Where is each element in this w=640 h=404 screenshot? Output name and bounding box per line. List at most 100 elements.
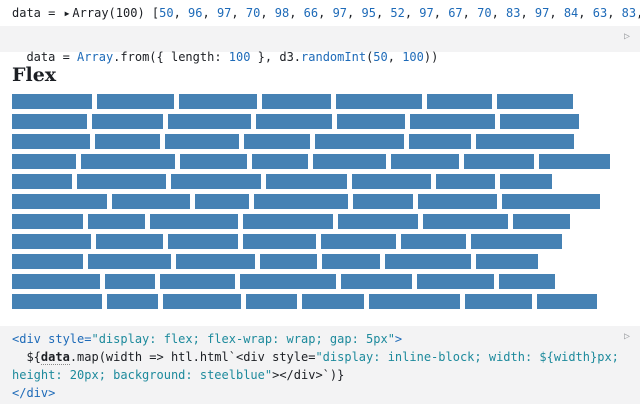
flex-item [337,114,405,129]
flex-item [500,174,552,189]
code-token: Array [77,50,114,64]
code-token: ></div>`)} [272,368,345,382]
flex-item [476,254,538,269]
flex-item [12,114,87,129]
flex-item [513,214,570,229]
flex-item [338,214,418,229]
flex-item [246,294,297,309]
flex-item [243,234,316,249]
flex-item [322,254,380,269]
code-token: <div style= [12,332,92,346]
flex-item [240,274,336,289]
flex-item [313,154,386,169]
flex-item [12,194,107,209]
page-heading: Flex [12,64,57,86]
flex-item [369,294,460,309]
code-token: .map(width => htl.html`<div style= [69,350,316,364]
array-value: 67 [448,6,463,20]
flex-item [165,134,239,149]
flex-item [12,154,76,169]
array-value: 98 [274,6,290,20]
output-type-label[interactable]: Array(100) [72,6,145,20]
flex-item [92,114,163,129]
code-cell-flex[interactable]: <div style="display: flex; flex-wrap: wr… [0,326,640,404]
output-equals: = [40,6,63,20]
flex-item [500,114,579,129]
flex-item [195,194,249,209]
flex-item [243,214,333,229]
flex-item [176,254,255,269]
array-value: 70 [477,6,492,20]
flex-item [105,274,155,289]
flex-item [12,234,91,249]
play-icon[interactable]: ▷ [624,331,631,342]
flex-item [150,214,238,229]
flex-item [171,174,261,189]
flex-item [321,234,396,249]
flex-item [252,154,308,169]
code-token: , [387,50,403,64]
code-token[interactable]: data [40,350,70,365]
array-value: 70 [245,6,261,20]
code-token: randomInt [301,50,367,64]
code-cell-data[interactable]: data = Array.from({ length: 100 }, d3.ra… [0,26,640,64]
flex-item [12,294,102,309]
array-value: 63 [592,6,608,20]
code-token: )) [423,50,439,64]
triangle-right-icon[interactable]: ▶ [64,9,70,18]
flex-item [410,114,495,129]
flex-item [244,134,310,149]
flex-item [391,154,459,169]
code-line: </div> [12,386,56,400]
flex-item [471,234,562,249]
flex-item [179,94,257,109]
flex-item [256,114,332,129]
flex-item [417,274,494,289]
array-value: 95 [361,6,376,20]
array-value: 97 [332,6,348,20]
flex-item [160,274,235,289]
array-value: 52 [390,6,405,20]
flex-item [539,154,610,169]
flex-item [497,94,573,109]
flex-item [12,94,92,109]
flex-item [502,194,600,209]
code-token: ${ [12,350,41,364]
flex-item [97,94,174,109]
flex-item [112,194,190,209]
play-icon[interactable]: ▷ [624,31,631,42]
flex-item [476,134,574,149]
array-value: 50 [159,6,174,20]
flex-item [12,134,90,149]
flex-item [465,294,532,309]
flex-item [96,234,163,249]
array-value: 97 [534,6,550,20]
code-token: data [26,50,56,64]
code-token: .from({ length: [113,50,229,64]
flex-item [168,234,238,249]
flex-item [353,194,413,209]
flex-item [88,254,171,269]
flex-item [12,174,72,189]
code-token: }, d3. [250,50,302,64]
flex-item [81,154,175,169]
flex-item [107,294,158,309]
code-line: <div style="display: flex; flex-wrap: wr… [12,330,628,348]
flex-output [12,94,628,310]
flex-item [12,254,83,269]
flex-item [341,274,412,289]
flex-item [537,294,597,309]
flex-item [464,154,534,169]
array-value: 97 [216,6,232,20]
flex-item [260,254,317,269]
array-value: 83 [621,6,637,20]
flex-item [168,114,251,129]
flex-item [315,134,404,149]
flex-item [254,194,348,209]
code-token: 50 [373,50,388,64]
code-token: 100 [228,50,251,64]
flex-item [95,134,160,149]
flex-item [409,134,471,149]
flex-item [418,194,497,209]
code-token: ( [366,50,374,64]
